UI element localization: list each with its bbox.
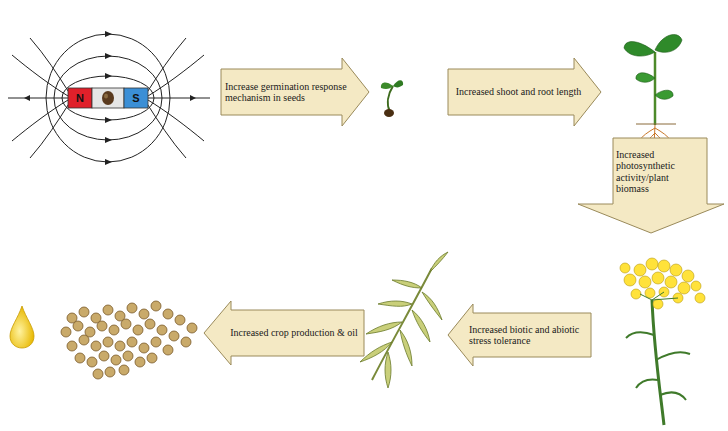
step-text: Increased crop production & oil	[230, 327, 358, 339]
step-text: Increased biotic and abiotic stress tole…	[469, 324, 588, 347]
block-arrow: Increase germination response mechanism …	[220, 57, 370, 127]
young-plant	[624, 35, 682, 146]
text-area: Increase germination response mechanism …	[225, 70, 353, 114]
field-lines	[8, 34, 210, 162]
text-area: Increased crop production & oil	[227, 311, 361, 355]
magnet	[68, 88, 148, 108]
seedling	[381, 80, 403, 117]
text-area: Increased photosynthetic activity/plant …	[616, 141, 704, 202]
flowering-plant	[620, 258, 705, 425]
block-arrow: Increased biotic and abiotic stress tole…	[447, 303, 592, 367]
text-area: Increased shoot and root length	[452, 70, 585, 114]
step-text: Increased photosynthetic activity/plant …	[616, 149, 704, 195]
pod-branch	[360, 252, 448, 388]
seeds	[61, 301, 197, 379]
block-arrow: Increased crop production & oil	[203, 300, 365, 366]
step-text: Increase germination response mechanism …	[225, 81, 353, 104]
step-text: Increased shoot and root length	[456, 86, 582, 98]
pole-label: N	[70, 88, 90, 108]
block-arrow: Increased shoot and root length	[447, 57, 602, 127]
text-area: Increased biotic and abiotic stress tole…	[469, 314, 588, 356]
pole-label: S	[126, 88, 146, 108]
block-arrow: Increased photosynthetic activity/plant …	[577, 137, 725, 234]
oil-drop	[10, 306, 34, 348]
field-arrows	[24, 31, 196, 165]
